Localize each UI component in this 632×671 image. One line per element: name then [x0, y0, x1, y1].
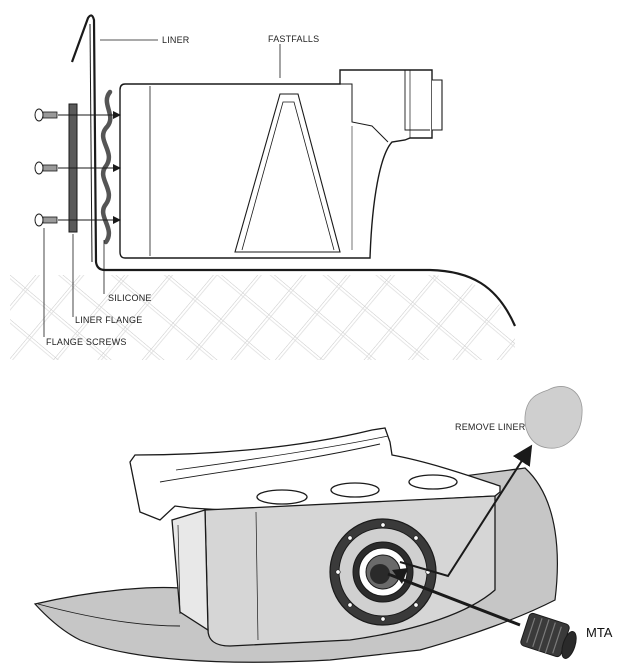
label-liner: LINER — [162, 35, 190, 45]
flange-ring — [329, 518, 437, 626]
mta-arrow — [387, 572, 521, 627]
flange-screw — [34, 161, 58, 175]
label-silicone: SILICONE — [108, 293, 152, 303]
flange-bolt — [380, 522, 386, 528]
flange-bolt — [413, 535, 419, 541]
top-diagram: LINER FASTFALLS SILICONE LINER FLANGE FL… — [10, 14, 517, 360]
flange-screw — [34, 213, 58, 227]
flange-bolt — [335, 569, 341, 575]
removed-liner-disc — [524, 386, 583, 449]
fastfalls-unit — [119, 69, 443, 259]
label-mta: MTA — [586, 625, 613, 640]
flange-bolt — [347, 535, 353, 541]
flange-bolt — [413, 602, 419, 608]
bottom-diagram: REMOVE LINER MTA — [33, 386, 613, 663]
fastfalls-box — [129, 427, 501, 647]
flange-screw — [34, 108, 58, 122]
flange-bolt — [347, 602, 353, 608]
silicone-bead — [100, 89, 113, 245]
label-liner-flange: LINER FLANGE — [75, 315, 142, 325]
tile-ground — [10, 275, 515, 360]
label-remove-liner: REMOVE LINER — [455, 422, 526, 432]
mta-fitting — [520, 612, 577, 659]
label-flange-screws: FLANGE SCREWS — [46, 337, 127, 347]
flange-bolt — [380, 616, 386, 622]
remove-liner-arrow — [399, 444, 533, 578]
liner-line — [70, 14, 517, 327]
label-fastfalls: FASTFALLS — [268, 34, 319, 44]
